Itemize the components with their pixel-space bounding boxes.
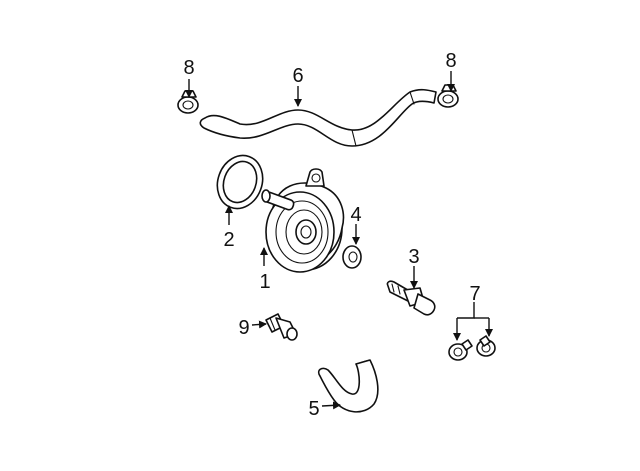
connector-fitting [265,313,298,341]
hose-clamp-right [437,84,459,108]
callout-8-left: 8 [183,57,194,79]
callout-4: 4 [350,204,361,226]
leader-5 [321,401,341,410]
leader-9 [251,320,267,329]
callout-3: 3 [408,246,419,268]
sealing-washer [342,245,362,269]
hose-clamps-pair [448,335,496,361]
callout-7: 7 [469,283,480,305]
callout-8-right: 8 [445,50,456,72]
callout-9: 9 [238,317,249,339]
callout-2: 2 [223,229,234,251]
oil-cooler [261,168,345,273]
callout-1: 1 [259,271,270,293]
callout-6: 6 [292,65,303,87]
oil-cooler-gasket [216,154,264,210]
union-bolt [386,280,436,316]
hose-clamp-left [177,90,199,114]
lower-hose [317,359,379,413]
upper-hose [199,88,437,147]
callout-5: 5 [308,398,319,420]
